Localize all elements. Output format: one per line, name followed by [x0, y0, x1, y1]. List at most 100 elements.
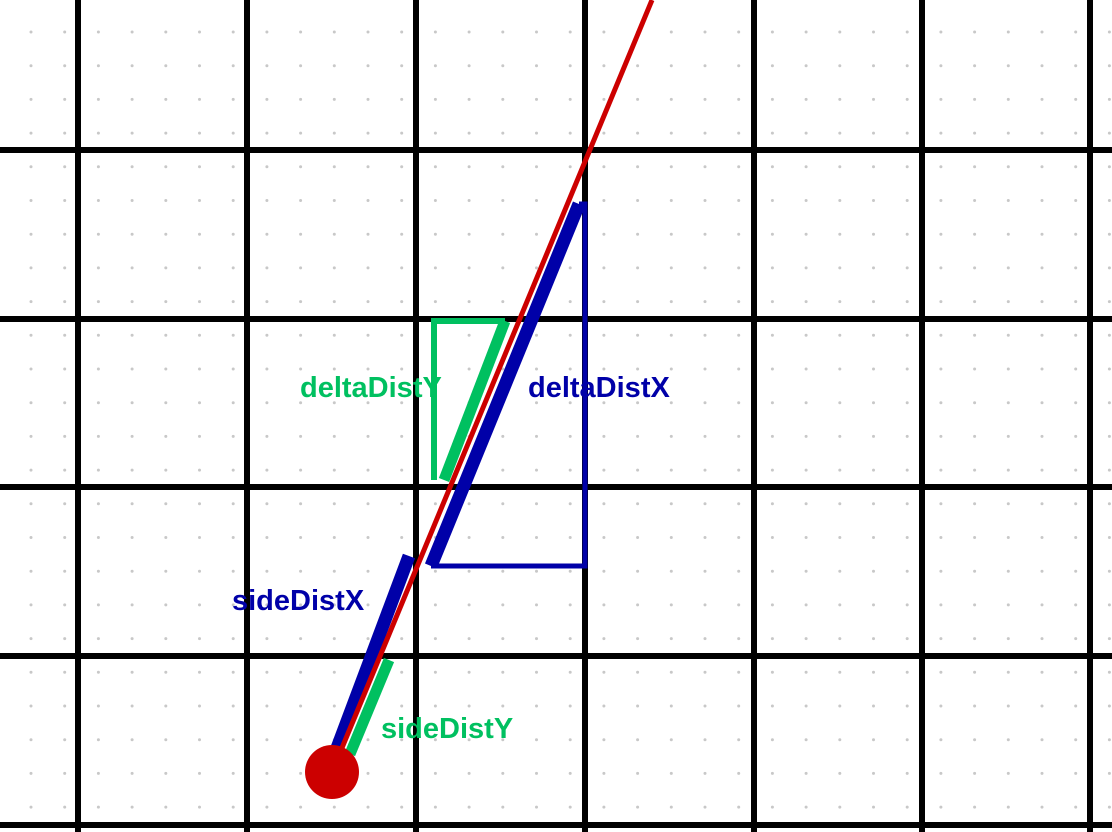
grid-dot: [636, 64, 640, 68]
grid-dot: [96, 367, 100, 371]
grid-dot: [130, 569, 134, 573]
grid-dot: [636, 771, 640, 775]
grid-dot: [366, 401, 370, 405]
grid-dot: [1107, 704, 1111, 708]
grid-dot: [198, 468, 201, 472]
grid-dot: [872, 704, 875, 708]
grid-dot: [939, 367, 943, 371]
grid-dot: [63, 232, 67, 236]
grid-dot: [1040, 603, 1044, 607]
grid-dot: [939, 131, 943, 135]
grid-dot: [703, 30, 707, 34]
grid-dot: [1107, 738, 1111, 742]
grid-dot: [332, 434, 336, 438]
grid-dot: [63, 165, 67, 169]
grid-dot: [568, 738, 572, 742]
grid-dot: [231, 64, 235, 68]
grid-dot: [130, 771, 134, 775]
grid-dot: [703, 401, 707, 405]
grid-dot: [872, 232, 875, 236]
delta-dist-y-segment: [438, 319, 511, 482]
grid-dot: [1040, 97, 1044, 101]
grid-dot: [602, 266, 606, 270]
grid-dot: [96, 536, 100, 539]
grid-dot: [433, 805, 437, 809]
grid-dot: [198, 97, 201, 101]
grid-dot: [838, 502, 842, 506]
grid-dot: [400, 131, 404, 135]
grid-dot: [905, 300, 909, 304]
grid-dot: [96, 333, 100, 337]
grid-dot: [905, 30, 909, 34]
grid-dot: [1107, 30, 1111, 34]
grid-dot: [501, 232, 505, 236]
grid-dot: [804, 738, 808, 742]
grid-dot: [1074, 199, 1078, 202]
grid-dot: [130, 502, 134, 506]
grid-dot: [838, 771, 842, 775]
grid-dot: [366, 333, 370, 337]
grid-dot: [905, 502, 909, 506]
grid-dot: [669, 771, 673, 775]
grid-dot: [602, 401, 606, 405]
grid-dot: [400, 64, 404, 68]
grid-dot: [872, 333, 875, 337]
grid-dot: [568, 97, 572, 101]
grid-dot: [939, 64, 943, 68]
grid-dot: [130, 232, 134, 236]
grid-dot: [838, 805, 842, 809]
grid-dot: [433, 199, 437, 202]
grid-dot: [96, 434, 100, 438]
grid-dot: [770, 468, 774, 472]
grid-dot: [198, 771, 201, 775]
grid-dot: [63, 536, 67, 539]
grid-dot: [838, 30, 842, 34]
grid-dot: [366, 30, 370, 34]
side-dist-y-segment: [344, 657, 395, 757]
grid-dot: [332, 97, 336, 101]
grid-dot: [669, 805, 673, 809]
grid-dot: [973, 131, 977, 135]
grid-dot: [804, 805, 808, 809]
grid-dot: [636, 131, 640, 135]
grid-dot: [265, 738, 269, 742]
grid-dot: [164, 805, 168, 809]
grid-dot: [130, 165, 134, 169]
grid-dot: [770, 536, 774, 539]
grid-dot: [703, 536, 707, 539]
grid-dot: [332, 367, 336, 371]
grid-dot: [636, 165, 640, 169]
grid-dot: [265, 64, 269, 68]
grid-dot: [467, 637, 471, 641]
grid-dot: [535, 637, 538, 641]
grid-dot: [669, 64, 673, 68]
grid-dot: [872, 468, 875, 472]
grid-dot: [63, 333, 67, 337]
grid-dot: [838, 367, 842, 371]
grid-dot: [130, 468, 134, 472]
grid-dot: [737, 738, 741, 742]
grid-dot: [1074, 266, 1078, 270]
grid-dot: [535, 64, 538, 68]
grid-dot: [1074, 131, 1078, 135]
grid-dot: [669, 97, 673, 101]
grid-dot: [366, 64, 370, 68]
grid-dot: [96, 401, 100, 405]
grid-dot: [568, 805, 572, 809]
grid-dot: [703, 97, 707, 101]
grid-dot: [872, 97, 875, 101]
grid-dot: [63, 64, 67, 68]
grid-dot: [265, 637, 269, 641]
grid-dot: [198, 333, 201, 337]
delta-dist-x-label: deltaDistX: [528, 372, 670, 404]
grid-dot: [703, 64, 707, 68]
grid-dot: [535, 367, 538, 371]
grid-dot: [703, 670, 707, 674]
grid-dot: [501, 434, 505, 438]
grid-dot: [130, 367, 134, 371]
grid-dot: [535, 165, 538, 169]
grid-dot: [872, 637, 875, 641]
grid-dot: [164, 536, 168, 539]
grid-dot: [669, 401, 673, 405]
grid-dot: [737, 771, 741, 775]
